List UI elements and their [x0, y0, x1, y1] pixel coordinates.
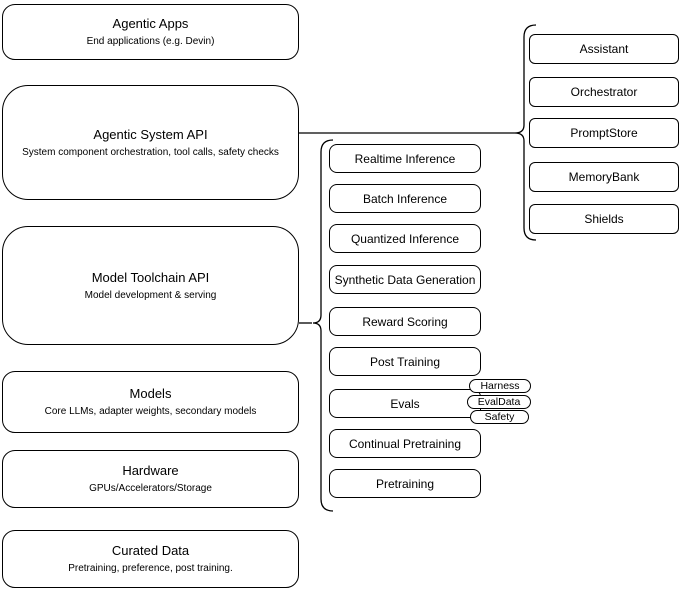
node-curated-data[interactable]: Curated Data Pretraining, preference, po…: [2, 530, 299, 588]
tag-label: Harness: [480, 380, 520, 392]
system-components-bracket: [514, 24, 537, 241]
node-label: Continual Pretraining: [348, 436, 462, 451]
tag-evaldata[interactable]: EvalData: [467, 395, 531, 409]
node-label: MemoryBank: [568, 170, 640, 184]
node-agentic-system-api[interactable]: Agentic System API System component orch…: [2, 85, 299, 200]
node-evals[interactable]: Evals: [329, 389, 481, 418]
node-label: Synthetic Data Generation: [334, 272, 476, 287]
node-label: Batch Inference: [362, 191, 448, 206]
toolchain-bracket: [312, 139, 334, 512]
node-label: Evals: [390, 396, 420, 411]
node-memorybank[interactable]: MemoryBank: [529, 162, 679, 192]
node-subtitle: Core LLMs, adapter weights, secondary mo…: [44, 406, 257, 417]
tag-safety[interactable]: Safety: [470, 410, 529, 424]
tag-label: Safety: [484, 411, 515, 423]
node-label: Reward Scoring: [362, 314, 448, 329]
node-continual-pretraining[interactable]: Continual Pretraining: [329, 429, 481, 458]
node-agentic-apps[interactable]: Agentic Apps End applications (e.g. Devi…: [2, 4, 299, 60]
node-subtitle: Model development & serving: [84, 289, 217, 301]
node-post-training[interactable]: Post Training: [329, 347, 481, 376]
tag-harness[interactable]: Harness: [469, 379, 531, 393]
node-reward-scoring[interactable]: Reward Scoring: [329, 307, 481, 336]
node-title: Agentic System API: [93, 126, 208, 142]
node-subtitle: End applications (e.g. Devin): [86, 36, 215, 47]
node-hardware[interactable]: Hardware GPUs/Accelerators/Storage: [2, 450, 299, 508]
node-label: PromptStore: [570, 126, 638, 140]
node-batch-inference[interactable]: Batch Inference: [329, 184, 481, 213]
node-label: Orchestrator: [570, 85, 638, 99]
tag-label: EvalData: [477, 396, 521, 408]
node-label: Quantized Inference: [350, 231, 460, 246]
node-quantized-inference[interactable]: Quantized Inference: [329, 224, 481, 253]
node-pretraining[interactable]: Pretraining: [329, 469, 481, 498]
node-realtime-inference[interactable]: Realtime Inference: [329, 144, 481, 173]
node-promptstore[interactable]: PromptStore: [529, 118, 679, 148]
node-title: Models: [129, 386, 172, 401]
node-label: Shields: [584, 212, 624, 226]
node-label: Pretraining: [375, 476, 435, 491]
node-models[interactable]: Models Core LLMs, adapter weights, secon…: [2, 371, 299, 433]
node-model-toolchain-api[interactable]: Model Toolchain API Model development & …: [2, 226, 299, 345]
node-synthetic-data-generation[interactable]: Synthetic Data Generation: [329, 265, 481, 294]
node-title: Hardware: [122, 463, 179, 478]
node-subtitle: Pretraining, preference, post training.: [68, 563, 233, 574]
node-subtitle: GPUs/Accelerators/Storage: [89, 483, 212, 494]
node-orchestrator[interactable]: Orchestrator: [529, 77, 679, 107]
node-title: Curated Data: [111, 543, 190, 558]
node-label: Assistant: [579, 42, 629, 56]
node-title: Model Toolchain API: [91, 269, 210, 285]
node-label: Realtime Inference: [354, 151, 456, 166]
node-assistant[interactable]: Assistant: [529, 34, 679, 64]
node-shields[interactable]: Shields: [529, 204, 679, 234]
node-subtitle: System component orchestration, tool cal…: [22, 146, 279, 158]
node-label: Post Training: [369, 354, 441, 369]
node-title: Agentic Apps: [112, 16, 189, 31]
